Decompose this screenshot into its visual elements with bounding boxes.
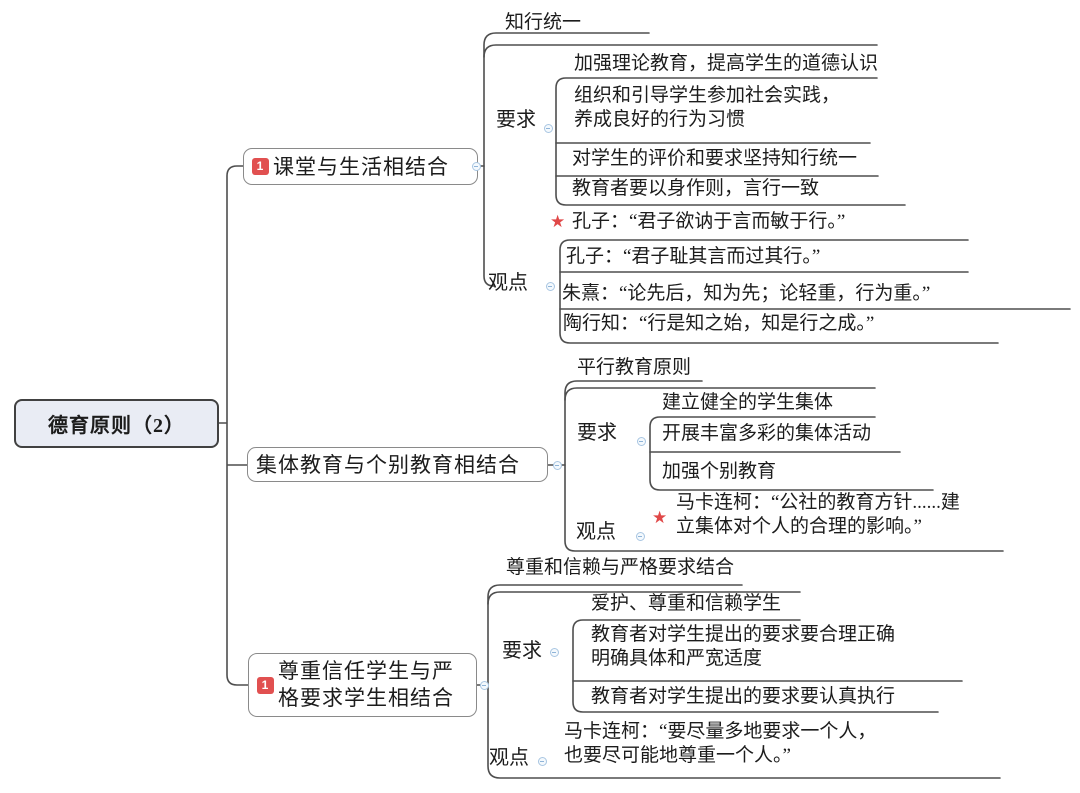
leaf-item[interactable]: 朱熹：“论先后，知为先；论轻重，行为重。”: [562, 283, 931, 304]
group-label-yaoqiu-1[interactable]: 要求: [496, 109, 536, 131]
collapse-icon[interactable]: [544, 124, 553, 133]
leaf-item[interactable]: 教育者对学生提出的要求要合理正确 明确具体和严宽适度: [591, 624, 896, 669]
branch-topic-3-label: 尊重信任学生与严 格要求学生相结合: [278, 659, 454, 710]
root-topic[interactable]: 德育原则（2）: [14, 399, 219, 448]
collapse-icon[interactable]: [480, 681, 489, 690]
branch-topic-2[interactable]: 集体教育与个别教育相结合: [247, 447, 548, 482]
subtopic-zhixing[interactable]: 知行统一: [505, 12, 582, 33]
collapse-icon[interactable]: [546, 282, 555, 291]
leaf-item[interactable]: 建立健全的学生集体: [662, 392, 834, 413]
star-icon: ★: [550, 212, 566, 231]
leaf-item[interactable]: 孔子：“君子欲讷于言而敏于行。”: [572, 211, 846, 232]
group-label-guandian-2[interactable]: 观点: [576, 521, 616, 543]
subtopic-zunzhong[interactable]: 尊重和信赖与严格要求结合: [506, 557, 735, 578]
branch-topic-2-label: 集体教育与个别教育相结合: [256, 452, 520, 477]
leaf-item[interactable]: 陶行知：“行是知之始，知是行之成。”: [563, 313, 875, 334]
collapse-icon[interactable]: [538, 757, 547, 766]
leaf-item[interactable]: 开展丰富多彩的集体活动: [662, 423, 872, 444]
leaf-item[interactable]: 爱护、尊重和信赖学生: [591, 593, 782, 614]
branch-topic-3[interactable]: 1 尊重信任学生与严 格要求学生相结合: [248, 653, 477, 717]
branch-topic-1[interactable]: 1 课堂与生活相结合: [243, 148, 478, 185]
priority-1-icon: 1: [252, 158, 269, 175]
group-label-guandian-1[interactable]: 观点: [488, 272, 528, 294]
branch-topic-1-label: 课堂与生活相结合: [273, 154, 449, 179]
group-label-yaoqiu-2[interactable]: 要求: [577, 422, 617, 444]
leaf-item[interactable]: 加强理论教育，提高学生的道德认识: [574, 53, 879, 74]
collapse-icon[interactable]: [472, 162, 481, 171]
leaf-item[interactable]: 加强个别教育: [662, 461, 777, 482]
group-label-yaoqiu-3[interactable]: 要求: [502, 640, 542, 662]
root-topic-label: 德育原则（2）: [48, 415, 185, 437]
group-label-guandian-3[interactable]: 观点: [489, 747, 529, 769]
leaf-item[interactable]: 教育者对学生提出的要求要认真执行: [591, 686, 896, 707]
leaf-item[interactable]: 马卡连柯：“公社的教育方针......建 立集体对个人的合理的影响。”: [676, 492, 960, 537]
collapse-icon[interactable]: [553, 461, 562, 470]
collapse-icon[interactable]: [636, 532, 645, 541]
leaf-item[interactable]: 孔子：“君子耻其言而过其行。”: [566, 246, 821, 267]
subtopic-pingxing[interactable]: 平行教育原则: [577, 357, 692, 378]
leaf-item[interactable]: 对学生的评价和要求坚持知行统一: [572, 148, 858, 169]
collapse-icon[interactable]: [550, 648, 559, 657]
star-icon: ★: [652, 508, 668, 527]
priority-1-icon: 1: [257, 676, 274, 694]
leaf-item[interactable]: 组织和引导学生参加社会实践， 养成良好的行为习惯: [574, 85, 841, 130]
leaf-item[interactable]: 教育者要以身作则，言行一致: [572, 178, 820, 199]
leaf-item[interactable]: 马卡连柯：“要尽量多地要求一个人， 也要尽可能地尊重一个人。”: [564, 721, 877, 766]
collapse-icon[interactable]: [637, 437, 646, 446]
